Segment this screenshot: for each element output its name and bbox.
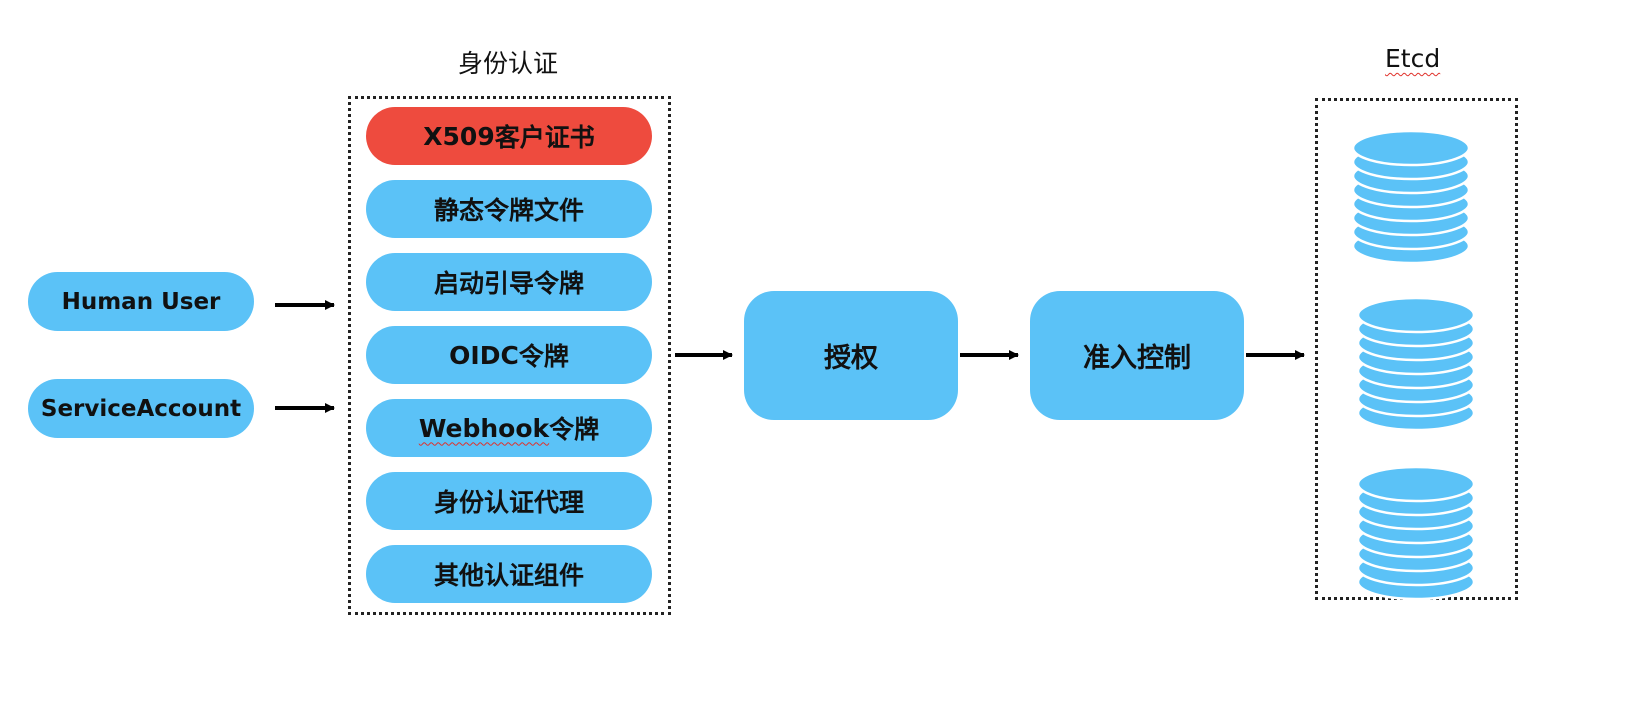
client-service-account: ServiceAccount bbox=[28, 379, 254, 438]
authn-method-bootstrap-token: 启动引导令牌 bbox=[366, 253, 652, 311]
client-label: Human User bbox=[61, 288, 221, 315]
method-label: 静态令牌文件 bbox=[433, 196, 584, 225]
method-label: 令牌 bbox=[518, 342, 569, 371]
method-prefix: OIDC bbox=[449, 340, 519, 370]
authorization-node: 授权 bbox=[744, 291, 958, 420]
method-label: 启动引导令牌 bbox=[433, 269, 584, 298]
authn-method-static-token: 静态令牌文件 bbox=[366, 180, 652, 238]
authn-method-other: 其他认证组件 bbox=[366, 545, 652, 603]
admission-control-node: 准入控制 bbox=[1030, 291, 1244, 420]
method-prefix: Webhook bbox=[418, 413, 550, 443]
method-label: 其他认证组件 bbox=[433, 561, 584, 590]
authorization-label: 授权 bbox=[824, 343, 878, 374]
authn-frame bbox=[348, 96, 671, 615]
database-icon bbox=[1356, 465, 1476, 601]
client-label: ServiceAccount bbox=[40, 395, 242, 422]
method-label: 令牌 bbox=[549, 415, 600, 444]
client-human-user: Human User bbox=[28, 272, 254, 331]
authn-method-auth-proxy: 身份认证代理 bbox=[366, 472, 652, 530]
authn-title: 身份认证 bbox=[458, 49, 559, 78]
database-icon bbox=[1351, 129, 1471, 265]
method-label: 身份认证代理 bbox=[433, 488, 584, 517]
method-label: 客户证书 bbox=[494, 123, 595, 152]
etcd-title-text: Etcd bbox=[1385, 44, 1441, 73]
database-icon bbox=[1356, 296, 1476, 432]
admission-label: 准入控制 bbox=[1083, 343, 1191, 374]
method-prefix: X509 bbox=[423, 121, 495, 151]
etcd-title: Etcd bbox=[1385, 44, 1440, 73]
